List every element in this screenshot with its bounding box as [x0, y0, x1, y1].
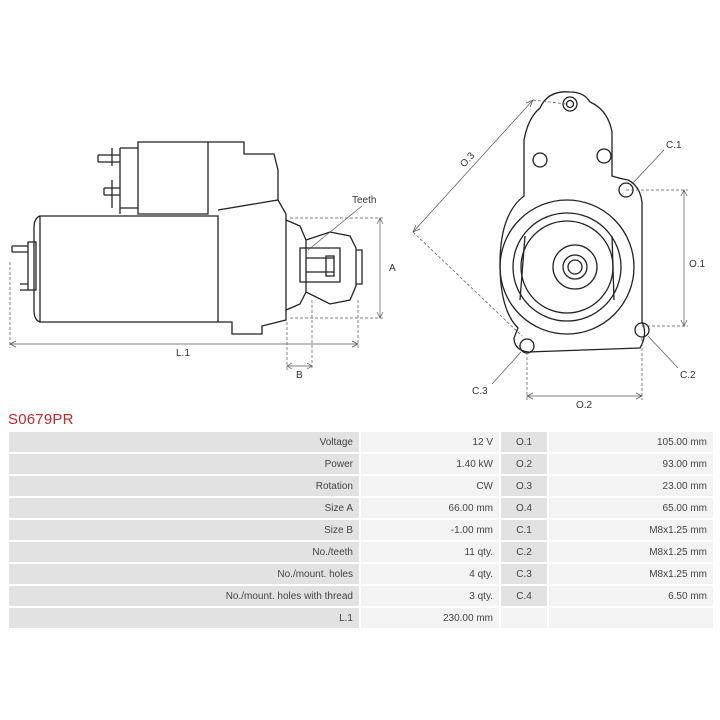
part-code: S0679PR	[8, 411, 74, 428]
spec-key-value: 65.00 mm	[549, 498, 713, 518]
top-hole	[562, 96, 578, 112]
spec-label: No./mount. holes	[9, 564, 359, 584]
label-l1: L.1	[176, 348, 190, 359]
spec-key-value: M8x1.25 mm	[549, 564, 713, 584]
solenoid-body	[137, 141, 209, 215]
spec-value: 66.00 mm	[361, 498, 499, 518]
technical-drawing: Teeth A L.1 B O.3 O.1 O.2 C.1 C.2 C.3	[9, 91, 706, 410]
spec-value: 4 qty.	[361, 564, 499, 584]
label-b: B	[296, 370, 303, 381]
spec-key-value	[549, 608, 713, 628]
drawing-labels: Teeth A L.1 B O.3 O.1 O.2 C.1 C.2 C.3	[176, 140, 706, 410]
spec-label: Size A	[9, 498, 359, 518]
spec-value: 11 qty.	[361, 542, 499, 562]
left-hole	[532, 152, 548, 168]
spec-key-value: 93.00 mm	[549, 454, 713, 474]
spec-label: Voltage	[9, 432, 359, 452]
spec-value: -1.00 mm	[361, 520, 499, 540]
spec-key: O.3	[501, 476, 547, 496]
hole-c2	[634, 322, 650, 338]
spec-value: 12 V	[361, 432, 499, 452]
spec-value: 230.00 mm	[361, 608, 499, 628]
spec-value: 1.40 kW	[361, 454, 499, 474]
label-o1: O.1	[689, 259, 706, 270]
spec-value: 3 qty.	[361, 586, 499, 606]
side-view-dimensions	[9, 205, 384, 370]
label-a: A	[389, 263, 396, 274]
label-teeth: Teeth	[352, 195, 376, 206]
spec-key-value: 6.50 mm	[549, 586, 713, 606]
label-o2: O.2	[576, 400, 593, 410]
spec-key: C.4	[501, 586, 547, 606]
spec-key-value: 23.00 mm	[549, 476, 713, 496]
spec-key: C.3	[501, 564, 547, 584]
spec-key: O.1	[501, 432, 547, 452]
spec-key-value: M8x1.25 mm	[549, 542, 713, 562]
spec-key-value: M8x1.25 mm	[549, 520, 713, 540]
spec-label: Size B	[9, 520, 359, 540]
spec-label: L.1	[9, 608, 359, 628]
spec-label: Rotation	[9, 476, 359, 496]
label-c3: C.3	[472, 386, 488, 397]
spec-key: C.2	[501, 542, 547, 562]
motor-body	[39, 215, 219, 323]
spec-label: No./mount. holes with thread	[9, 586, 359, 606]
spec-label: No./teeth	[9, 542, 359, 562]
front-view	[499, 91, 650, 354]
spec-key: C.1	[501, 520, 547, 540]
label-c2: C.2	[680, 370, 696, 381]
label-c1: C.1	[666, 140, 682, 151]
right-hole	[596, 148, 612, 164]
spec-value: CW	[361, 476, 499, 496]
spec-key: O.4	[501, 498, 547, 518]
spec-label: Power	[9, 454, 359, 474]
side-view	[11, 141, 363, 335]
label-o3: O.3	[458, 150, 477, 170]
housing-outer-ring	[499, 199, 635, 335]
spec-key-value: 105.00 mm	[549, 432, 713, 452]
spec-key	[501, 608, 547, 628]
spec-key: O.2	[501, 454, 547, 474]
hole-c3	[519, 338, 535, 354]
front-view-dimensions	[412, 99, 688, 400]
drive-housing	[217, 199, 287, 335]
